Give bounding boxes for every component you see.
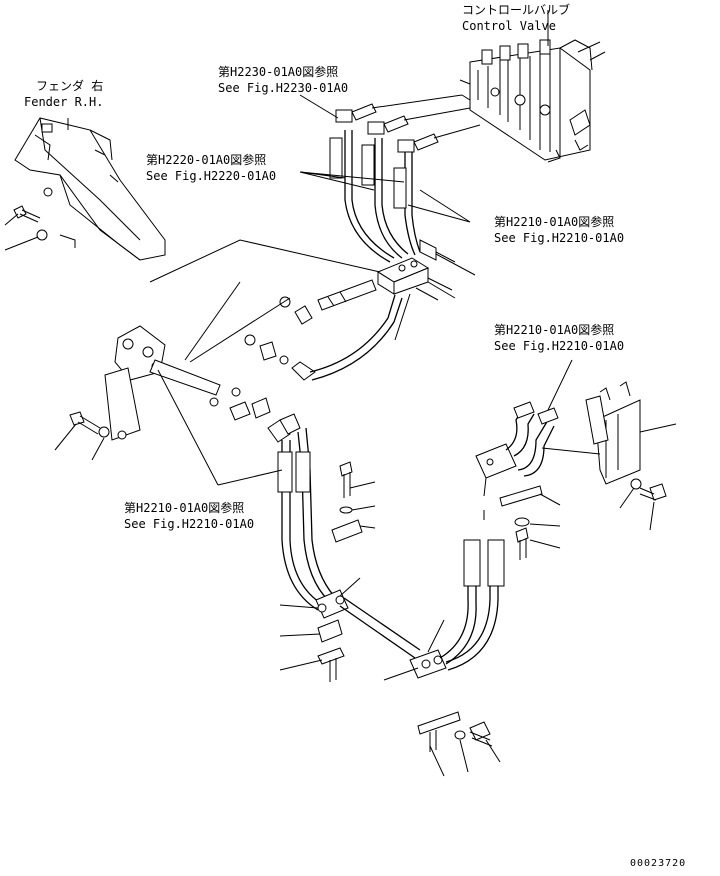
left-valve-body (104, 325, 221, 441)
ref-h2210-b-jp: 第H2210-01A0図参照 (124, 500, 244, 515)
middle-bolt-stack (331, 461, 363, 543)
right-hoses (439, 539, 505, 671)
leader-center-clamp (427, 619, 445, 653)
right-bracket (541, 381, 667, 501)
leader-bracket (429, 745, 445, 777)
control-valve (459, 39, 606, 163)
ref-h2230-en: See Fig.H2230-01A0 (218, 81, 348, 95)
ref-h2220-en: See Fig.H2220-01A0 (146, 169, 276, 183)
fender-bolt (13, 205, 48, 241)
leader-left-washer (91, 437, 105, 461)
drawing-number: 00023720 (630, 858, 686, 869)
fittings-middle (244, 279, 403, 381)
leader-h2210-c (547, 359, 573, 411)
leader-clamp (435, 253, 476, 276)
leader-h2210-b (157, 369, 283, 486)
upper-hose-bundle (329, 94, 481, 263)
control-valve-label-en: Control Valve (462, 19, 556, 33)
leader-fender-block (149, 239, 381, 283)
leader-bracket-right (639, 423, 677, 433)
leader-clamp-c (279, 659, 323, 671)
leader-clamp-a (279, 604, 319, 609)
fender-bracket (14, 117, 166, 261)
leader-center-clamp-b (383, 667, 419, 681)
fender-label-en: Fender R.H. (24, 95, 103, 109)
left-bolt (69, 411, 110, 438)
leader-clamp-b (279, 633, 321, 637)
right-valve-assembly (475, 401, 559, 560)
ref-h2210-c-en: See Fig.H2210-01A0 (494, 339, 624, 353)
crossing-tube (339, 597, 421, 659)
leader-clamp-d (339, 577, 361, 597)
leader-block (427, 281, 456, 299)
lower-left-clamp (315, 589, 349, 682)
ref-h2210-a-jp: 第H2210-01A0図参照 (494, 214, 614, 229)
leader-bracket-washer (619, 487, 635, 509)
leader-h2230 (299, 94, 339, 119)
fender-label-jp: フェンダ 右 (36, 78, 103, 93)
ref-h2230-jp: 第H2230-01A0図参照 (218, 64, 338, 79)
ref-h2220-jp: 第H2220-01A0図参照 (146, 152, 266, 167)
ref-h2210-a-en: See Fig.H2210-01A0 (494, 231, 624, 245)
leader-h2220 (299, 171, 405, 191)
leader-bracket-bolt (649, 501, 655, 531)
leader-mid-bolt (349, 481, 376, 489)
leader-washer-lower (459, 739, 469, 773)
ref-h2210-b-en: See Fig.H2210-01A0 (124, 517, 254, 531)
leader-mid-washer (351, 505, 376, 511)
control-valve-label-jp: コントロールバルブ (462, 2, 570, 17)
leader-right-clamp (539, 493, 561, 506)
leader-left-bolt (54, 423, 77, 451)
leader-block-low (394, 293, 411, 341)
leader-right-bolt (529, 539, 561, 549)
leader-fittings (184, 281, 291, 363)
fittings-lower (229, 387, 301, 443)
leader-right-washer (529, 523, 561, 527)
lower-left-hoses (277, 427, 335, 611)
leader-washer (4, 236, 39, 251)
leader-bolt (4, 213, 19, 226)
ref-h2210-c-jp: 第H2210-01A0図参照 (494, 322, 614, 337)
center-lower-clamp (409, 649, 493, 752)
leader-mid-clamp (359, 525, 376, 529)
leader-h2210-a (407, 189, 471, 223)
leader-bolt-lower (485, 739, 501, 763)
junction-block (376, 239, 456, 301)
